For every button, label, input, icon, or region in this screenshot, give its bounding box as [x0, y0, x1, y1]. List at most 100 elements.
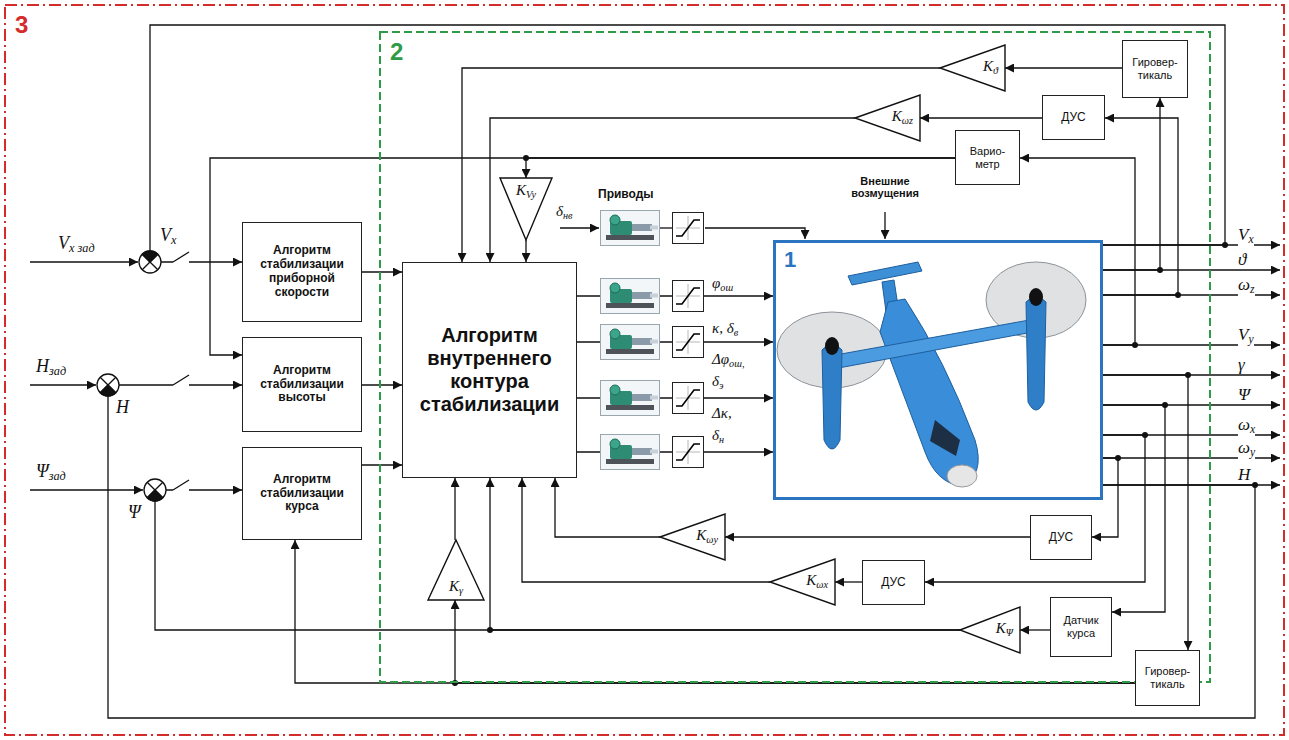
junction-dot [1132, 342, 1138, 348]
input-wire [30, 212, 885, 490]
saturation-block [673, 437, 704, 468]
signal-connector [490, 478, 960, 630]
sensor-block: ДУС [1042, 95, 1105, 140]
sensor-block: ДУС [1030, 515, 1092, 560]
gain-outline [960, 607, 1020, 653]
switch-symbol [173, 480, 189, 490]
feedback-signal: Vx [160, 226, 176, 247]
actuator-icon [601, 279, 660, 314]
control-signal: δнв [556, 204, 572, 222]
saturation-block [673, 383, 704, 414]
input-wire [560, 227, 599, 228]
output-signal: γ [1238, 356, 1245, 374]
gain-outline [940, 45, 1005, 91]
block-label: Гировер- тикаль [1139, 665, 1196, 690]
output-signal: Vy [1238, 326, 1254, 346]
aircraft-illustration [1029, 288, 1043, 306]
gain-triangle: Kϑ [940, 45, 1005, 91]
switch-symbol [173, 252, 189, 494]
algorithm-block: Алгоритм стабилизации приборной скорости [242, 222, 362, 322]
input-wire [884, 212, 885, 239]
callout-number: 2 [390, 38, 403, 66]
switch-symbol [173, 252, 189, 262]
gain-triangle: Kωx [770, 559, 835, 605]
junction-dot [1175, 292, 1181, 298]
feedback-signal: Ψ [128, 503, 141, 522]
junction-dot [487, 627, 493, 633]
aircraft-illustration [777, 262, 1086, 487]
junction-dot [1222, 242, 1228, 248]
gain-outline [428, 540, 484, 600]
block-label: Варио- метр [959, 145, 1016, 170]
aircraft-block: 1 [773, 240, 1103, 500]
output-signal: ωy [1238, 439, 1255, 459]
gain-label: KΨ [996, 621, 1013, 638]
input-signal: Hзад [36, 357, 66, 378]
signal-connector [835, 581, 862, 582]
summing-junction [147, 482, 163, 498]
signal-connector [725, 536, 1030, 537]
actuator-icon [601, 435, 660, 470]
gain-outline [500, 178, 552, 240]
block-label: Алгоритм стабилизации приборной скорости [246, 244, 358, 299]
control-signal: κ, δв [712, 321, 738, 339]
summing-junction [147, 482, 163, 498]
switch-symbol [173, 258, 189, 266]
control-signal: Δφош, [712, 352, 744, 370]
group-label: Приводы [598, 188, 654, 201]
output-signal: Vx [1238, 226, 1254, 246]
outer-loop-region: Алгоритм внутреннего контура стабилизаци… [5, 5, 1284, 735]
summing-junction [139, 251, 161, 273]
actuator-icon [601, 381, 660, 416]
region-outline [5, 5, 1284, 735]
signal-connector [1103, 405, 1165, 612]
signal-connector [362, 384, 402, 385]
signal-connector [1020, 629, 1050, 630]
gain-label: Kωx [806, 573, 828, 590]
junction-dot [1185, 372, 1191, 378]
summing-junction [100, 377, 116, 393]
gain-outline [660, 514, 725, 560]
sensor-block: ДУС [862, 560, 925, 605]
signal-connector [526, 158, 955, 178]
sensor-block: Варио- метр [955, 130, 1020, 185]
junction-dot [1142, 432, 1148, 438]
switch-symbol [173, 375, 189, 385]
inner-loop-region: Алгоритм внутреннего контура стабилизаци… [380, 32, 1210, 682]
signal-connector [1103, 118, 1178, 295]
summing-junction [142, 254, 158, 270]
junction-dot [523, 155, 529, 161]
aircraft-illustration [825, 337, 839, 355]
signal-connector [295, 540, 1135, 683]
signal-connector [455, 600, 1135, 683]
signal-connector [525, 240, 526, 262]
summing-junction [142, 254, 158, 270]
aircraft-illustration [880, 299, 978, 486]
block-label: Алгоритм стабилизации курса [246, 473, 358, 514]
saturation-block [673, 213, 704, 468]
output-signal: Ψ [1238, 386, 1250, 404]
actuator-icon [601, 211, 660, 470]
output-signal: ϑ [1238, 251, 1246, 269]
block-label: Гировер- тикаль [1126, 56, 1184, 81]
control-signal: Δκ, [712, 406, 732, 422]
input-wire [705, 228, 805, 239]
saturation-block [673, 281, 704, 312]
input-wire [30, 489, 143, 490]
actuator-link [660, 227, 672, 228]
gain-outline [770, 559, 835, 605]
callout-number: 3 [15, 11, 28, 39]
disturbance-label: Внешние возмущения [840, 176, 930, 199]
output-signal: H [1238, 466, 1250, 484]
block-label: ДУС [1061, 111, 1086, 125]
aircraft-illustration [822, 344, 842, 449]
signal-connector [920, 117, 1042, 118]
algorithm-block: Алгоритм стабилизации курса [242, 447, 362, 540]
gain-label: Kωy [696, 528, 718, 545]
sensor-block: Гировер- тикаль [1122, 40, 1188, 98]
saturation-block [673, 327, 704, 358]
gain-label: Kϑ [983, 59, 998, 76]
actuator-link [660, 227, 672, 228]
signal-connector [454, 478, 455, 540]
aircraft-illustration [830, 319, 1038, 369]
